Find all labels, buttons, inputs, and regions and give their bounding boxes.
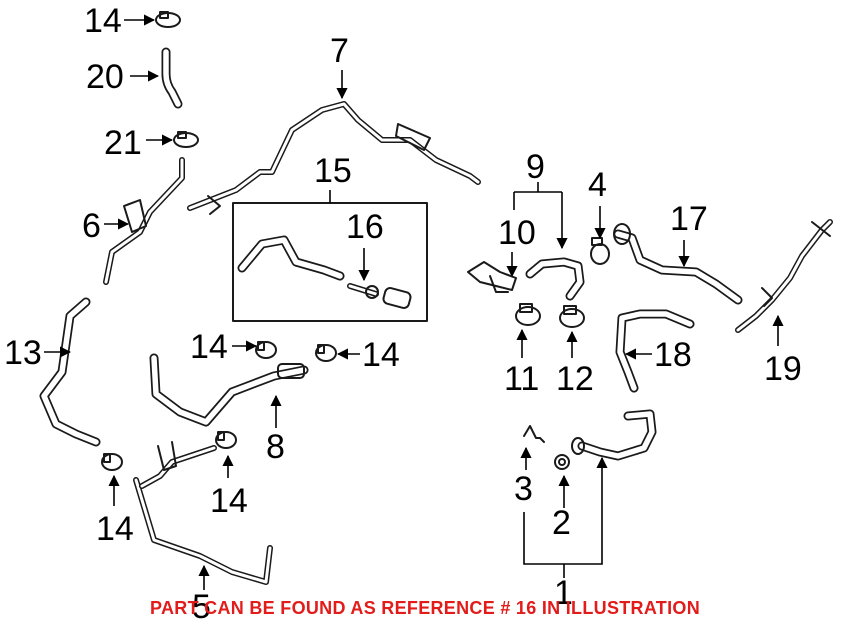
part-16-valve[interactable] [347, 283, 412, 309]
part-15-box [232, 202, 428, 322]
part-12-clamp [559, 305, 585, 328]
part-11-clamp [515, 303, 541, 326]
part-14-clamp-bottom-left [101, 453, 123, 471]
part-9-hose [525, 257, 585, 301]
part-7-pipe [187, 101, 481, 215]
part-18-hose [615, 309, 695, 393]
part-14-clamp-bottom-right [215, 431, 237, 449]
callout-17: 17 [670, 200, 708, 238]
callout-4: 4 [588, 166, 607, 204]
leader-1-bracket [523, 456, 608, 565]
callout-15: 15 [314, 152, 352, 190]
part-5-pipe [133, 441, 273, 585]
part-19-pipe [735, 219, 833, 333]
callout-14-bottom-right: 14 [210, 482, 248, 520]
callout-20: 20 [86, 58, 124, 96]
callout-2: 2 [552, 504, 571, 542]
callout-12: 12 [556, 360, 594, 398]
part-1-hose [571, 409, 657, 461]
part-14-clamp-top [155, 11, 181, 28]
part-6-pipe [103, 157, 185, 285]
part-2-seal [554, 454, 570, 470]
callout-11: 11 [504, 360, 539, 398]
callout-18: 18 [654, 336, 692, 374]
part-13-hose [39, 297, 101, 447]
callout-6: 6 [82, 207, 101, 245]
callout-3: 3 [514, 470, 533, 508]
callout-21: 21 [104, 124, 142, 162]
part-8-hose [149, 353, 309, 427]
part-17-hose [613, 223, 743, 305]
callout-14-mid-left: 14 [190, 328, 228, 366]
part-21-clamp [173, 131, 199, 148]
callout-1: 1 [554, 574, 573, 612]
part-10-clip [467, 261, 517, 293]
callout-19: 19 [764, 350, 802, 388]
callout-14-top: 14 [84, 2, 122, 40]
callout-5: 5 [192, 588, 211, 626]
part-14-clamp-mid-left [255, 341, 277, 359]
callout-13: 13 [4, 334, 42, 372]
part-3-clip [523, 425, 545, 443]
callout-8: 8 [266, 428, 285, 466]
part-4-clamp [590, 237, 610, 265]
part-20-hose [161, 47, 183, 109]
part-14-clamp-mid-right [315, 344, 337, 362]
callout-10: 10 [498, 214, 536, 252]
callout-7: 7 [330, 32, 349, 70]
callout-9: 9 [526, 148, 545, 186]
callout-14-mid-right: 14 [362, 336, 400, 374]
callout-16: 16 [346, 208, 384, 246]
callout-14-bottom-left: 14 [96, 510, 134, 548]
reference-note: PART CAN BE FOUND AS REFERENCE # 16 IN I… [150, 598, 700, 618]
